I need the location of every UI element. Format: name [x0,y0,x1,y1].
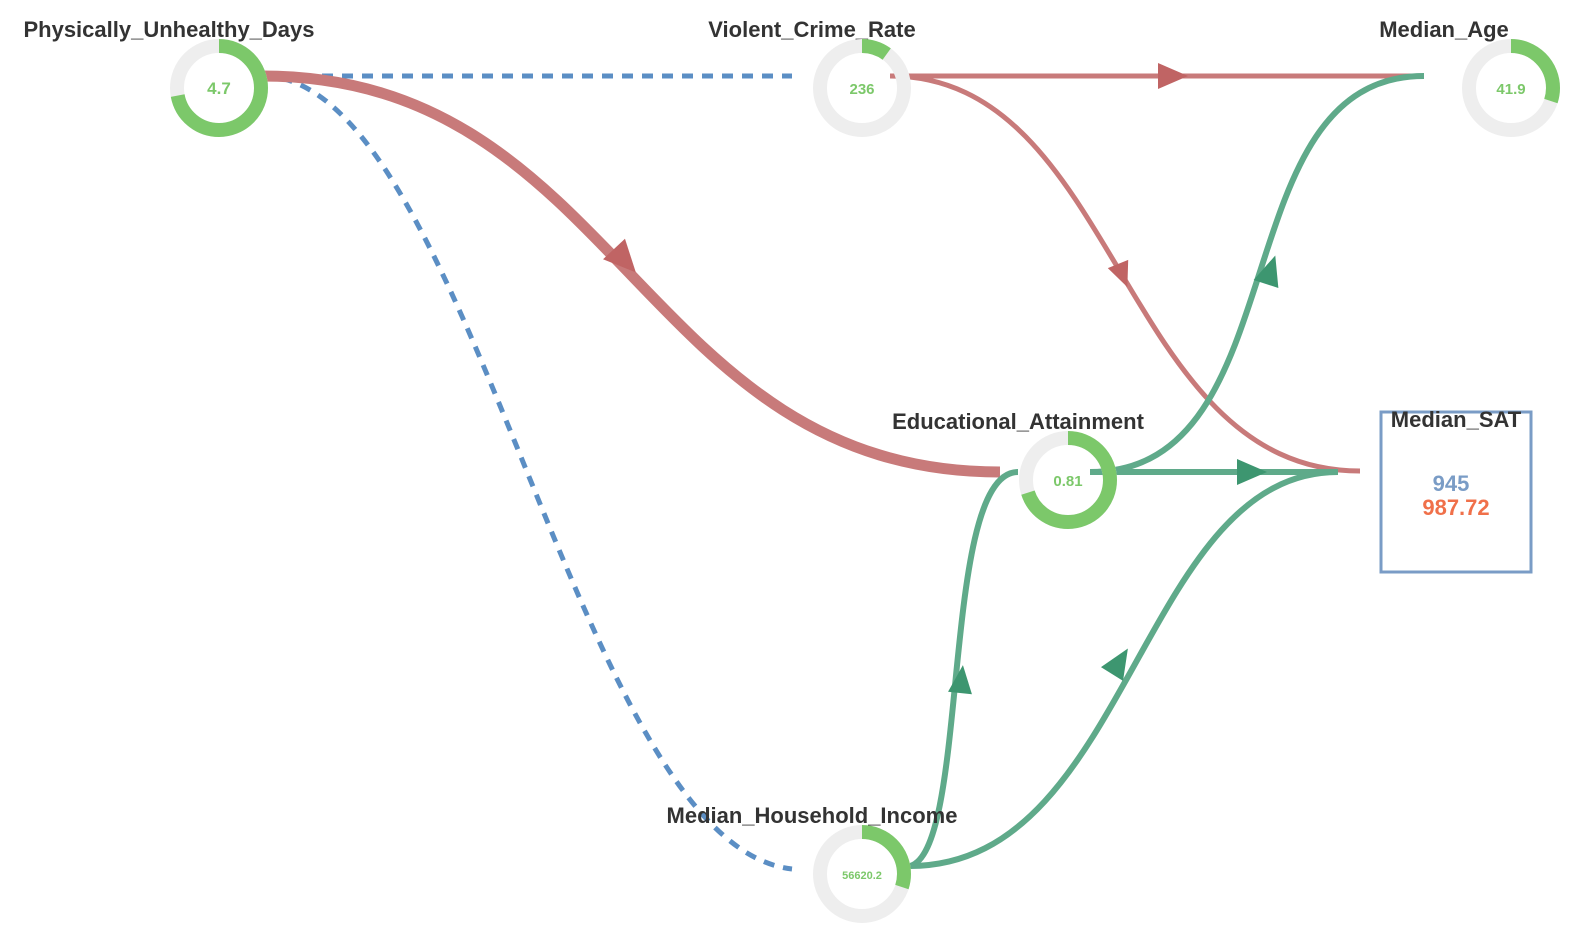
node-value: 236 [849,81,874,98]
edge-physically-unhealthy-days-to-median-household-income [261,73,793,872]
observed-value: 945 [1433,471,1470,496]
node-educational-attainment[interactable]: Educational_Attainment 0.81 [892,409,1145,529]
node-value: 0.81 [1053,473,1082,490]
gauge-arc [1019,431,1117,529]
arrowhead-ea-to-sat [1237,459,1267,485]
edge-median-household-income-to-educational-attainment [908,469,1019,869]
node-value: 56620.2 [842,870,882,882]
edge-physically-unhealthy-days-to-educational-attainment [261,70,1001,478]
arrowheads-layer [603,63,1279,695]
arrowhead-mhi-to-sat [1100,648,1128,681]
arrowhead-vcr-to-sat [1107,259,1129,288]
node-label: Physically_Unhealthy_Days [23,17,314,42]
node-label: Median_SAT [1391,407,1522,432]
node-violent-crime-rate[interactable]: Violent_Crime_Rate 236 [708,17,916,137]
gauge-arc [813,825,911,923]
node-median-sat[interactable]: Median_SAT 945 987.72 [1379,407,1533,574]
node-physically-unhealthy-days[interactable]: Physically_Unhealthy_Days 4.7 [23,17,315,137]
node-label: Median_Age [1379,17,1509,42]
arrowhead-ea-to-ma [1253,255,1279,289]
node-median-age[interactable]: Median_Age 41.9 [1379,17,1560,137]
gauge-arc [170,39,268,137]
edge-median-household-income-to-median-sat [909,469,1339,869]
predicted-value: 987.72 [1422,495,1489,520]
node-median-household-income[interactable]: Median_Household_Income 56620.2 [667,803,958,923]
node-value: 4.7 [207,79,231,98]
arrowhead-pud-to-ea [603,238,636,273]
node-value: 41.9 [1496,81,1525,98]
arrowhead-mhi-to-ea [948,665,972,695]
node-label: Violent_Crime_Rate [708,17,915,42]
outcome-box [1379,410,1533,574]
gauge-arc [1462,39,1560,137]
node-label: Educational_Attainment [892,409,1144,434]
arrowhead-vcr-to-ma [1158,63,1188,89]
node-label: Median_Household_Income [667,803,958,828]
gauge-arc [813,39,911,137]
